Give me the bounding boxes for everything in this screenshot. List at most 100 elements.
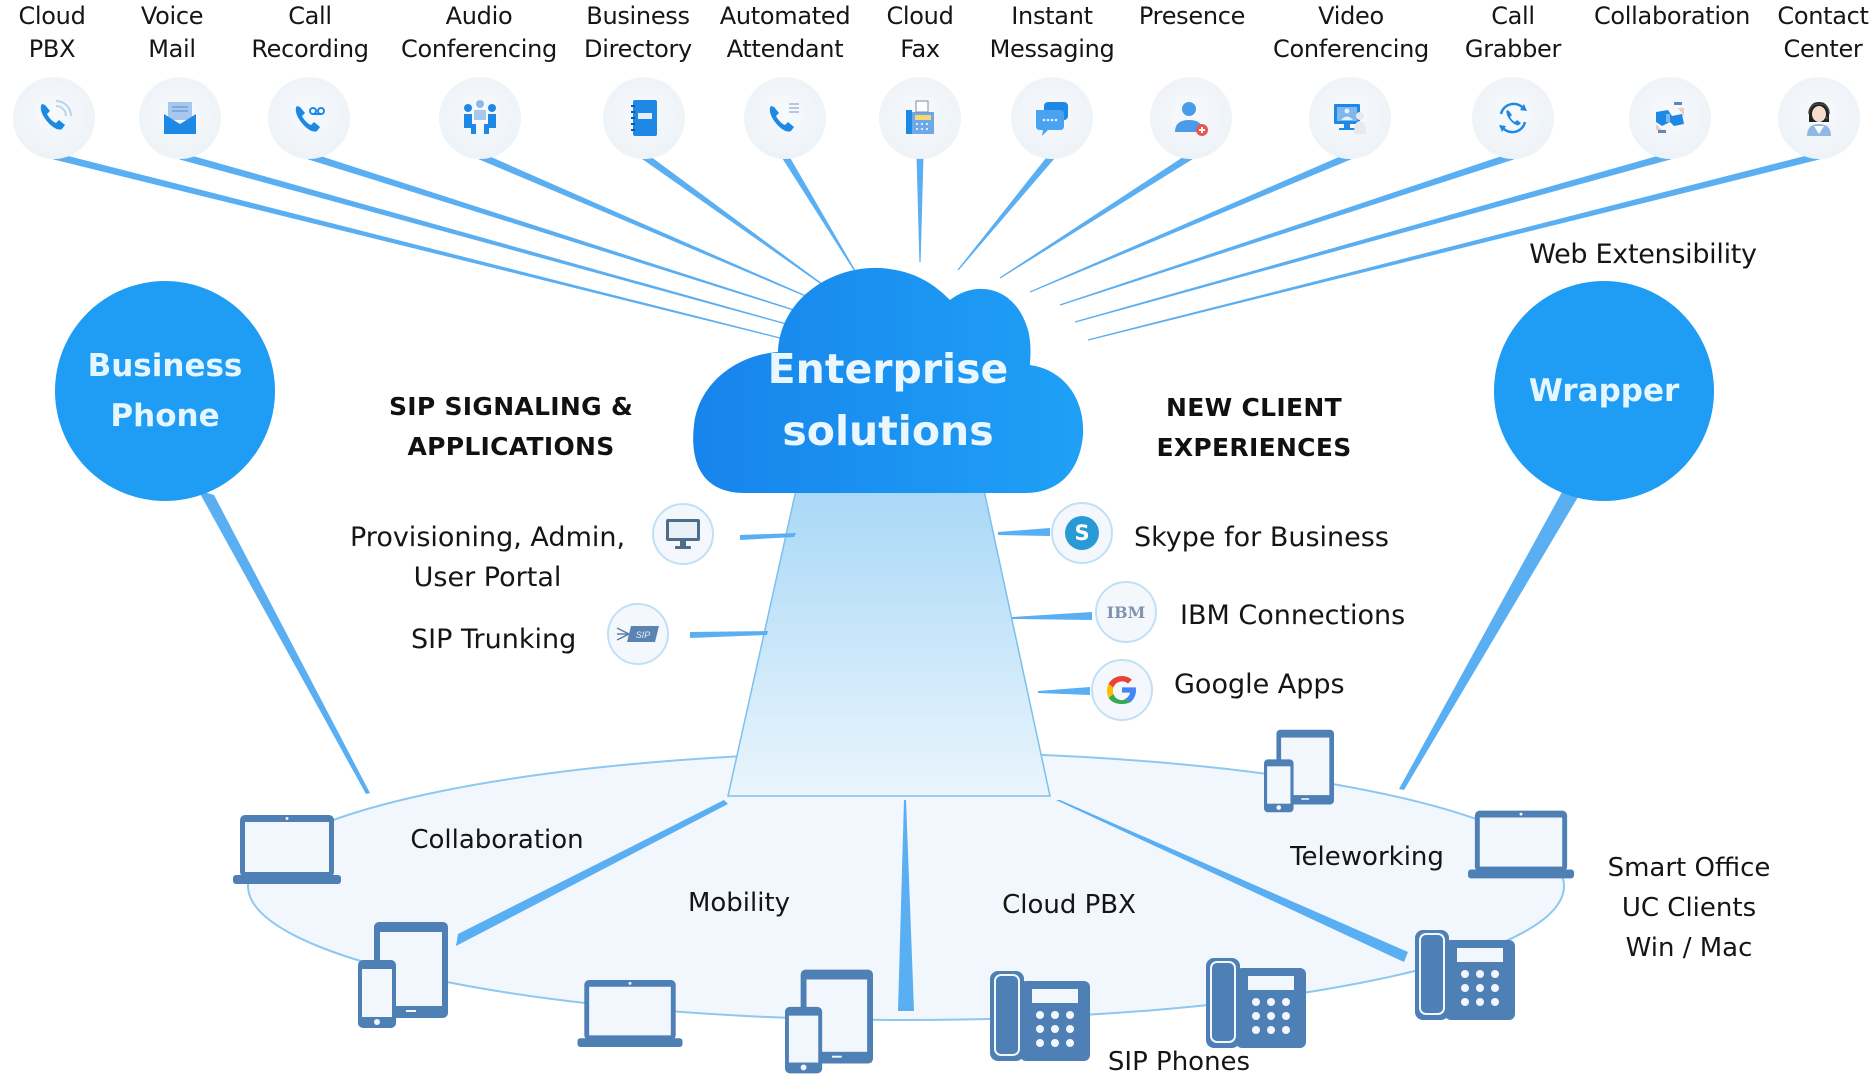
fax-machine-icon xyxy=(906,100,934,134)
provisioning-badge[interactable] xyxy=(652,503,714,565)
desk-phone-icon xyxy=(990,971,1090,1061)
sip-signaling-title: SIP SIGNALING & APPLICATIONS xyxy=(388,392,634,461)
notebook-icon xyxy=(631,100,657,136)
feature-spoke xyxy=(1074,152,1671,323)
feature-label: Call Recording xyxy=(251,2,369,63)
user-status-icon xyxy=(1175,102,1208,136)
wrapper-hub[interactable]: Wrapper xyxy=(1494,281,1714,501)
handshake-icon xyxy=(1656,102,1684,133)
feature-spoke xyxy=(179,152,791,326)
sip-trunking-badge[interactable]: SIP xyxy=(607,603,669,665)
svg-text:IBM: IBM xyxy=(1107,603,1146,622)
svg-text:S: S xyxy=(1074,521,1089,545)
skype-label: Skype for Business xyxy=(1134,522,1389,553)
ibm-badge[interactable]: IBM xyxy=(1095,581,1157,643)
feature-icon-button[interactable] xyxy=(1150,77,1232,159)
feature-spoke xyxy=(1059,152,1515,306)
feature-label: Business Directory xyxy=(584,2,692,63)
feature-label: Automated Attendant xyxy=(719,2,851,63)
sip-phone-spoke xyxy=(1056,800,1408,962)
feature-label: Call Grabber xyxy=(1464,2,1562,63)
envelope-icon xyxy=(164,102,196,134)
phone-list-icon xyxy=(769,103,799,132)
headset-agent-icon xyxy=(1807,102,1831,136)
laptop-icon xyxy=(233,815,341,884)
skype-connector xyxy=(998,528,1050,536)
svg-text:SIP: SIP xyxy=(636,630,651,640)
cloud-title: Enterprise solutions xyxy=(767,345,1009,455)
feature-spoke xyxy=(1029,152,1352,293)
skype-icon: S xyxy=(1065,516,1099,550)
feature-icon-button[interactable] xyxy=(1778,77,1860,159)
desk-phone-icon xyxy=(1415,930,1515,1020)
wrapper-label: Wrapper xyxy=(1528,373,1680,409)
feature-label: Cloud Fax xyxy=(886,2,954,63)
feature-icon-button[interactable] xyxy=(1011,77,1093,159)
cloud-pbx-spoke xyxy=(898,800,914,1011)
feature-label: Contact Center xyxy=(1777,2,1869,63)
feature-label: Presence xyxy=(1138,2,1246,30)
feature-icon-button[interactable] xyxy=(1472,77,1554,159)
tablet-phone-icon xyxy=(785,969,873,1074)
business-phone-label: Business Phone xyxy=(87,348,243,434)
feature-label: Audio Conferencing xyxy=(401,2,557,63)
meeting-people-icon xyxy=(464,100,496,134)
video-monitor-icon xyxy=(1334,104,1366,134)
feature-icon-button[interactable] xyxy=(1629,77,1711,159)
desk-phone-icon xyxy=(1206,958,1306,1048)
tablet-phone-icon xyxy=(1264,729,1334,813)
feature-label: Collaboration xyxy=(1593,2,1751,30)
web-extensibility-caption: Web Extensibility xyxy=(1529,239,1757,270)
ibm-connector xyxy=(1012,612,1092,620)
zone-teleworking-label: Teleworking xyxy=(1290,842,1444,872)
zone-sip-phones-label: SIP Phones xyxy=(1107,1047,1251,1077)
business-phone-connector xyxy=(198,490,370,794)
sip-card-icon: SIP xyxy=(616,626,659,642)
feature-icon-button[interactable] xyxy=(1309,77,1391,159)
zone-mobility-label: Mobility xyxy=(687,888,791,918)
chat-bubbles-icon xyxy=(1036,102,1068,136)
zone-cloud-pbx-label: Cloud PBX xyxy=(1002,890,1136,920)
ibm-icon: IBM xyxy=(1107,603,1146,622)
feature-label: Video Conferencing xyxy=(1273,2,1429,63)
new-client-experiences-title: NEW CLIENT EXPERIENCES xyxy=(1156,393,1352,462)
provisioning-connector xyxy=(740,533,796,540)
feature-icon-button[interactable] xyxy=(603,77,685,159)
feature-spoke xyxy=(999,153,1193,279)
sip-trunking-label: SIP Trunking xyxy=(411,624,577,655)
feature-icon-button[interactable] xyxy=(744,77,826,159)
google-icon xyxy=(1107,676,1136,704)
wrapper-connector xyxy=(1399,492,1578,790)
feature-spoke xyxy=(1087,152,1820,341)
monitor-icon xyxy=(666,519,700,549)
laptop-icon xyxy=(577,979,683,1048)
laptop-icon xyxy=(1468,810,1574,879)
feature-icon-button[interactable] xyxy=(439,77,521,159)
provisioning-label: Provisioning, Admin, User Portal xyxy=(350,522,626,593)
feature-label: Cloud PBX xyxy=(18,2,86,63)
business-phone-hub[interactable]: Business Phone xyxy=(55,281,275,501)
ibm-label: IBM Connections xyxy=(1180,600,1406,631)
zone-smart-office-label: Smart Office UC Clients Win / Mac xyxy=(1607,853,1771,963)
zone-collaboration-label: Collaboration xyxy=(410,825,584,855)
mobility-spoke xyxy=(456,800,728,946)
feature-spoke xyxy=(641,153,831,291)
tablet-phone-icon xyxy=(358,922,448,1028)
google-badge[interactable] xyxy=(1091,659,1153,721)
feature-spoke xyxy=(307,152,801,313)
feature-spoke xyxy=(478,152,816,301)
feature-icon-button[interactable] xyxy=(13,77,95,159)
feature-icon-button[interactable] xyxy=(268,77,350,159)
google-apps-label: Google Apps xyxy=(1174,669,1345,700)
skype-badge[interactable]: S xyxy=(1051,502,1113,564)
phone-waves-icon xyxy=(40,100,72,130)
feature-icon-button[interactable] xyxy=(879,77,961,159)
feature-label: Instant Messaging xyxy=(989,2,1115,63)
sip-trunking-connector xyxy=(690,631,768,638)
feature-spoke xyxy=(957,153,1055,271)
feature-spoke xyxy=(916,156,924,262)
feature-icon-button[interactable] xyxy=(139,77,221,159)
phone-voicemail-icon xyxy=(295,106,325,132)
